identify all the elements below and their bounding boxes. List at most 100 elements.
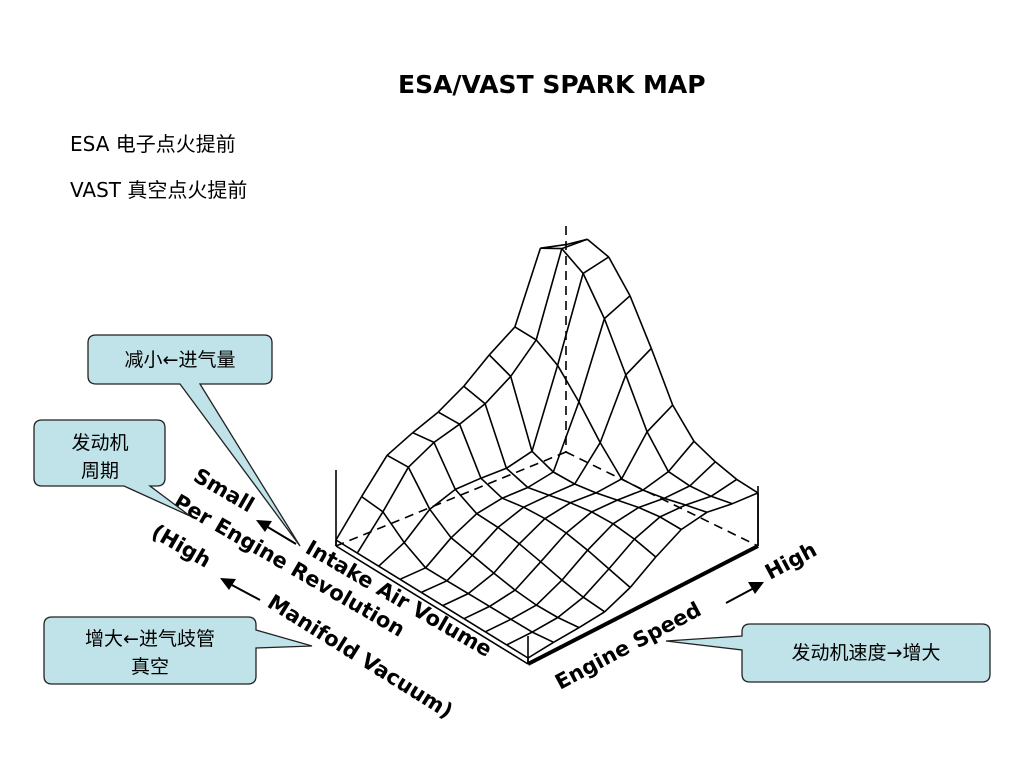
- surface-grid-line: [689, 485, 712, 498]
- callout-label-vacuum-line1: 增大←进气歧管: [85, 628, 215, 650]
- surface-grid-line: [523, 506, 546, 520]
- surface-grid-line: [497, 506, 525, 529]
- surface-grid-line: [497, 526, 520, 545]
- surface-grid-line: [638, 497, 665, 509]
- surface-grid-line: [488, 354, 512, 377]
- surface-grid-line: [561, 248, 584, 274]
- surface-grid-line: [514, 247, 542, 328]
- surface-grid-line: [667, 440, 695, 473]
- surface-grid-line: [412, 431, 435, 444]
- callout-label-speed-increase: 发动机速度→增大: [792, 642, 941, 664]
- surface-grid-line: [603, 318, 627, 376]
- surface-grid-line: [646, 431, 670, 472]
- surface-grid-line: [612, 506, 640, 525]
- surface-grid-line: [514, 326, 537, 341]
- surface-grid-line: [527, 641, 555, 659]
- surface-grid-line: [489, 589, 516, 608]
- surface-grid-line: [655, 528, 682, 558]
- surface-grid-line: [403, 542, 427, 569]
- surface-grid-line: [629, 556, 657, 589]
- surface-grid-line: [480, 477, 503, 499]
- surface-grid-line: [582, 596, 606, 613]
- surface-grid-line: [442, 604, 465, 620]
- surface-grid-line: [642, 470, 669, 491]
- surface-grid-line: [523, 494, 550, 508]
- surface-grid-line: [646, 404, 674, 433]
- surface-grid-line: [582, 256, 610, 275]
- surface-grid-line: [476, 513, 499, 529]
- base-frame: [335, 470, 759, 666]
- intro-vast: VAST 真空点火提前: [70, 178, 248, 202]
- surface-grid-line: [501, 497, 524, 508]
- surface-grid-line: [514, 589, 537, 606]
- surface-grid-line: [399, 567, 426, 581]
- surface-grid-line: [459, 403, 486, 425]
- surface-grid-line: [659, 504, 686, 518]
- surface-grid-line: [667, 470, 691, 487]
- arrow-left-icon: [220, 578, 261, 601]
- surface-grid-line: [607, 256, 631, 297]
- surface-grid-line: [685, 495, 712, 506]
- surface-grid-line: [736, 478, 759, 494]
- surface-grid-line: [595, 492, 618, 501]
- surface-grid-line: [693, 440, 716, 463]
- surface-grid-line: [620, 431, 648, 480]
- surface-grid-line: [489, 605, 512, 620]
- surface-grid-line: [612, 523, 635, 540]
- spark-map-surface: [335, 238, 759, 664]
- surface-grid-line: [565, 511, 593, 534]
- surface-grid-line: [706, 502, 733, 514]
- surface-grid-line: [574, 442, 601, 485]
- surface-grid-line: [420, 580, 448, 594]
- surface-grid-line: [467, 592, 491, 608]
- surface-grid-line: [587, 549, 610, 570]
- surface-grid-line: [531, 631, 554, 644]
- surface-grid-line: [659, 516, 682, 531]
- callout-increase-manifold-vacuum: 增大←进气歧管 真空: [43, 616, 313, 685]
- surface-grid-line: [603, 295, 631, 320]
- surface-grid-line: [433, 442, 457, 490]
- surface-grid-line: [578, 611, 606, 629]
- surface-grid-line: [544, 502, 571, 520]
- surface-grid-line: [586, 238, 610, 258]
- surface-grid-line: [386, 432, 414, 456]
- surface-grid-line: [407, 441, 435, 468]
- surface-grid-line: [425, 567, 448, 582]
- surface-grid-line: [561, 579, 584, 598]
- surface-grid-line: [382, 466, 410, 513]
- callout-reduce-intake-air: 减小←进气量: [87, 334, 301, 547]
- surface-grid-line: [556, 364, 580, 403]
- surface-grid-line: [540, 532, 567, 563]
- surface-grid-line: [382, 511, 405, 544]
- surface-grid-line: [561, 549, 589, 581]
- surface-grid-line: [335, 539, 358, 554]
- surface-grid-line: [514, 561, 542, 591]
- surface-grid-line: [510, 618, 533, 633]
- surface-grid-line: [633, 516, 661, 540]
- surface-grid-line: [484, 618, 512, 633]
- axis-label-high-right: High: [761, 538, 821, 585]
- surface-grid-line: [433, 423, 461, 444]
- surface-grid-line: [732, 492, 759, 505]
- surface-grid-line: [429, 508, 452, 539]
- surface-grid-line: [535, 339, 559, 366]
- surface-grid-line: [587, 523, 614, 551]
- surface-grid-line: [454, 488, 478, 515]
- surface-grid-line: [437, 411, 460, 425]
- surface-grid-line: [403, 508, 431, 544]
- surface-grid-line: [599, 442, 623, 480]
- surface-grid-line: [535, 579, 563, 606]
- surface-grid-line: [509, 376, 533, 452]
- surface-grid-line: [360, 454, 388, 498]
- surface-grid-line: [556, 273, 584, 366]
- surface-grid-line: [689, 461, 716, 487]
- surface-grid-line: [488, 326, 516, 356]
- hidden-edges: [335, 226, 759, 547]
- surface-grid-line: [484, 403, 508, 469]
- surface-grid-line: [557, 596, 584, 619]
- surface-grid-line: [617, 499, 639, 509]
- surface-grid-line: [361, 495, 384, 513]
- surface-grid-line: [378, 542, 405, 567]
- surface-grid-line: [565, 532, 589, 551]
